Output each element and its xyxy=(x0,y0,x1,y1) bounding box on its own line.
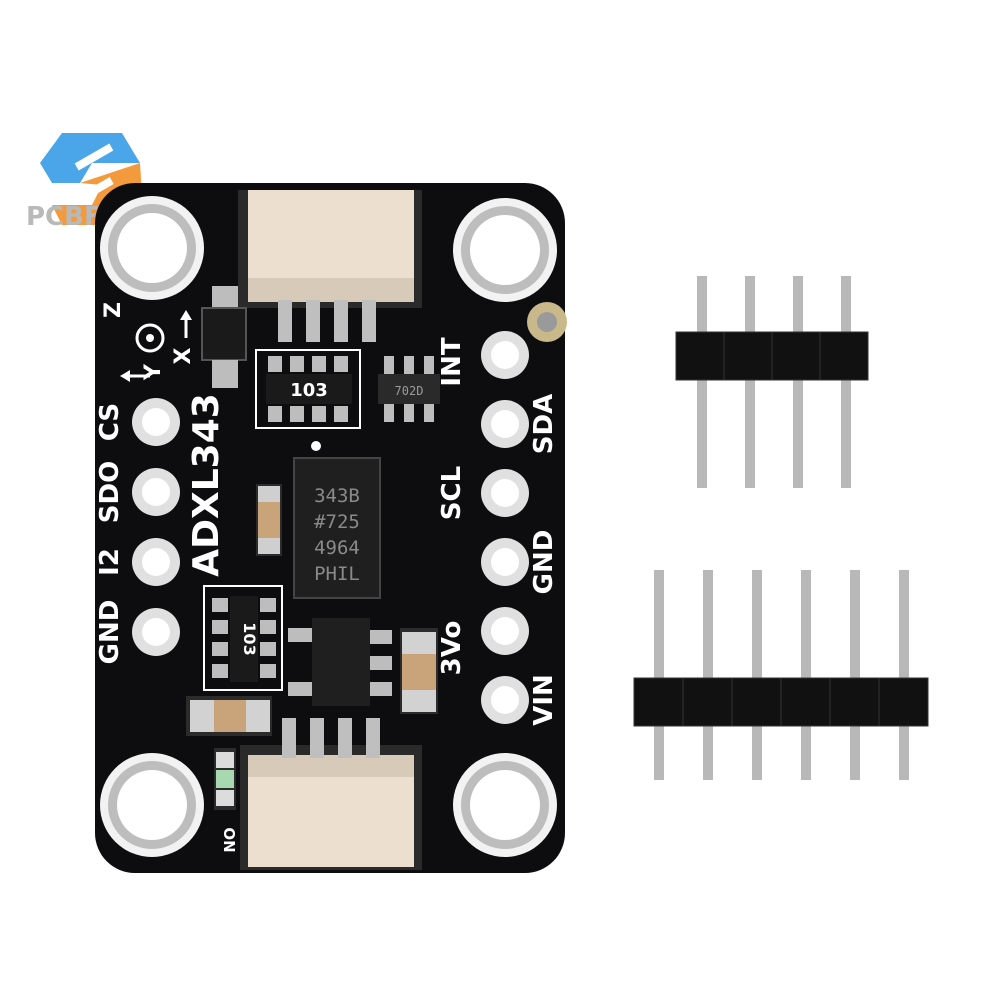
pin-pads-right xyxy=(481,331,529,724)
voltage-regulator xyxy=(288,618,392,706)
axis-label-x: X xyxy=(171,347,196,364)
pin-label-gnd-left: GND xyxy=(95,600,125,665)
resistor-left-code: 103 xyxy=(240,622,259,655)
axis-label-y: Y xyxy=(141,363,166,381)
pin-pads-left xyxy=(132,398,180,656)
capacitor-left xyxy=(256,484,282,556)
pin-label-gnd-right: GND xyxy=(529,530,559,595)
chip-line-1: 343B xyxy=(314,485,360,507)
chip-line-4: PHIL xyxy=(314,563,360,585)
pin-label-vin: VIN xyxy=(529,674,559,726)
small-ic-code: 702D xyxy=(395,384,424,398)
stemma-connector-bottom xyxy=(240,718,422,870)
small-ic: 702D xyxy=(378,356,440,422)
header-4-pin xyxy=(675,276,869,488)
header-6-pin xyxy=(633,570,929,780)
axis-label-z: Z xyxy=(101,302,126,318)
accelerometer-chip: 343B #725 4964 PHIL xyxy=(293,441,381,599)
chip-line-3: 4964 xyxy=(314,537,360,559)
mounting-hole-tl xyxy=(100,196,204,300)
axis-indicator-icon xyxy=(120,310,192,382)
mounting-hole-tr xyxy=(453,198,557,302)
mounting-hole-bl xyxy=(100,753,204,857)
stemma-connector-top xyxy=(238,190,422,342)
resistor-top-code: 103 xyxy=(290,380,328,401)
chip-line-2: #725 xyxy=(314,511,360,533)
capacitor-bottom xyxy=(186,696,272,736)
resistor-array-left: 103 xyxy=(203,585,283,691)
mounting-hole-br xyxy=(453,753,557,857)
power-led xyxy=(214,748,236,810)
pin-label-i2: I2 xyxy=(95,548,125,576)
resistor-array-top: 103 xyxy=(255,349,361,429)
pin-label-int: INT xyxy=(437,337,467,386)
board-chip-name: ADXL343 xyxy=(186,393,227,577)
pin-label-cs: CS xyxy=(95,403,125,441)
led-label: ON xyxy=(220,827,238,852)
pin-label-3vo: 3Vo xyxy=(437,621,467,676)
transistor xyxy=(201,286,247,388)
pin-label-scl: SCL xyxy=(437,466,467,520)
capacitor-right xyxy=(400,628,438,714)
pin-label-sdo: SDO xyxy=(95,461,125,523)
pin-label-sda: SDA xyxy=(529,394,559,454)
